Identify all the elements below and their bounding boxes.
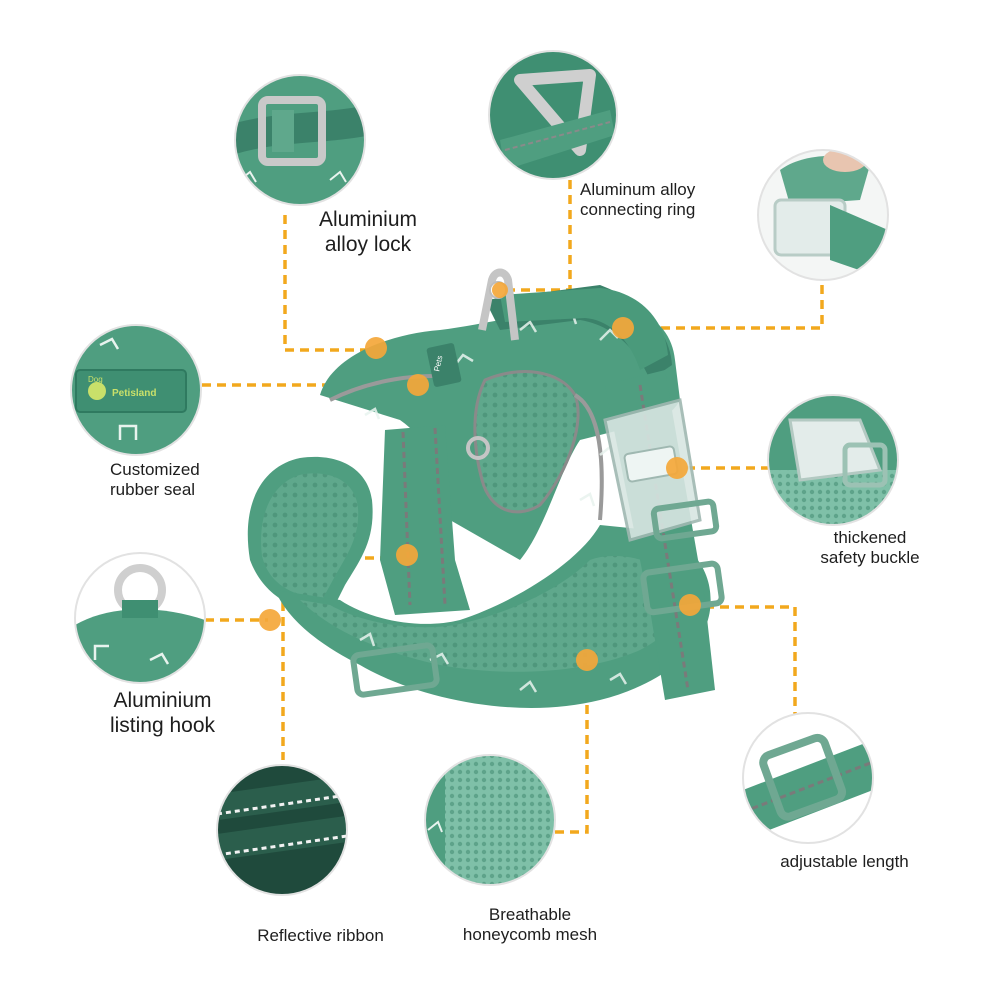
dot-buckle <box>666 457 688 479</box>
detail-rubber-seal-photo: Dog Petisland <box>70 324 202 456</box>
detail-handle-photo <box>757 149 889 281</box>
dot-hook <box>259 609 281 631</box>
detail-safety-buckle-photo <box>767 394 899 526</box>
label-alloy-lock: Aluminium alloy lock <box>318 208 418 257</box>
detail-mesh-photo <box>424 754 556 886</box>
seal-brand-text: Petisland <box>112 388 156 399</box>
label-mesh: Breathable honeycomb mesh <box>462 905 598 945</box>
callout-dots <box>259 282 701 671</box>
detail-adjustable-length-photo <box>742 712 874 844</box>
harness-illustration: Pets <box>247 268 725 708</box>
dot-ribbon <box>396 544 418 566</box>
dot-mesh <box>576 649 598 671</box>
detail-lock-photo <box>234 74 366 206</box>
label-adjustable-length: adjustable length <box>780 852 909 871</box>
detail-listing-hook-photo <box>74 552 206 684</box>
detail-connecting-ring-photo <box>488 50 618 180</box>
label-listing-hook: Aluminium listing hook <box>109 689 216 738</box>
seal-logo-text: Dog <box>88 375 103 384</box>
line-lock <box>283 215 372 352</box>
label-reflective-ribbon: Reflective ribbon <box>257 926 384 945</box>
harness-tag-text: Pets <box>432 355 444 373</box>
label-connecting-ring: Aluminum alloy connecting ring <box>580 180 696 220</box>
dot-lock <box>365 337 387 359</box>
line-connecting-ring <box>500 180 572 292</box>
dot-top <box>612 317 634 339</box>
label-safety-buckle: thickened safety buckle <box>820 528 920 568</box>
label-rubber-seal: Customized rubber seal <box>110 460 200 500</box>
dot-ring <box>492 282 508 298</box>
line-mesh <box>535 660 589 834</box>
dot-length <box>679 594 701 616</box>
detail-reflective-ribbon-photo <box>216 764 348 896</box>
dot-seal <box>407 374 429 396</box>
line-adjustable-length <box>690 605 797 715</box>
